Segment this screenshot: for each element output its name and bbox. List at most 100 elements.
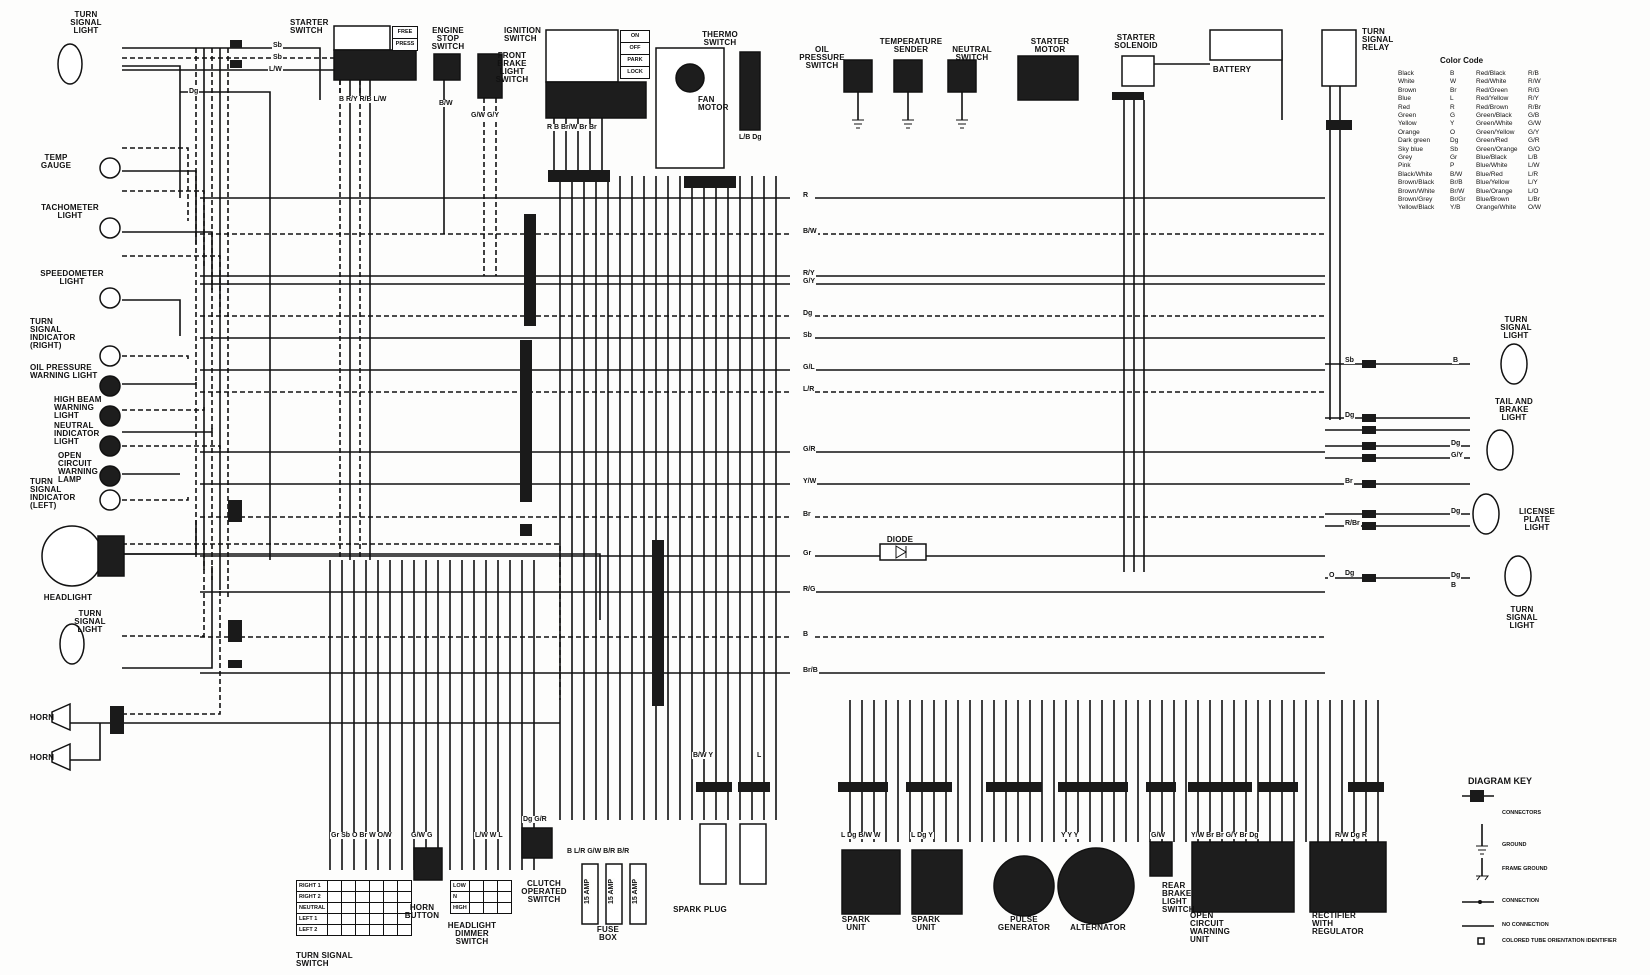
color-code: W [1450, 78, 1457, 86]
oil-pressure-switch-label: OIL PRESSURE SWITCH [799, 45, 845, 70]
color-code: Y/B [1450, 204, 1461, 212]
left-wire [122, 589, 221, 715]
color-name: Blue/Yellow [1476, 179, 1510, 187]
color-code: R/Y [1528, 95, 1539, 103]
connector-pin-labels: G/W [1150, 832, 1166, 839]
left-wire [122, 428, 213, 433]
turn-signal-indicator-left-label: TURN SIGNAL INDICATOR (LEFT) [30, 477, 76, 510]
left-wire [122, 566, 213, 669]
color-name: Dark green [1398, 137, 1431, 145]
bus-wire-label: Dg [802, 310, 814, 317]
color-name: Blue/White [1476, 162, 1508, 170]
indicator-lamp [99, 345, 121, 367]
connector-pin-labels: Y Y Y [1060, 832, 1080, 839]
horn-2-label: HORN [29, 753, 55, 762]
indicator-lamp [99, 287, 121, 309]
color-name: Brown [1398, 86, 1417, 94]
right-wire-label: Br [1344, 478, 1354, 485]
color-code: Br/Gr [1450, 196, 1466, 203]
bus-wire-label: G/L [802, 364, 816, 371]
color-name: Yellow [1398, 120, 1417, 128]
color-code: L/Y [1528, 179, 1538, 187]
indicator-lamp [99, 375, 121, 397]
connector-pin-labels: R B Br/W Br Br [546, 124, 598, 131]
connector-pin-labels: G/W G/Y [470, 112, 500, 119]
color-code: R/B [1528, 70, 1539, 77]
connector-block [986, 782, 1042, 792]
color-name: Brown/Grey [1398, 196, 1433, 203]
connector-pin-labels: Dg G/R [522, 816, 548, 823]
connector-block [1058, 782, 1128, 792]
left-wire-label: Sb [272, 42, 283, 49]
color-name: Green/Yellow [1476, 128, 1515, 136]
key-connector-symbol [1470, 790, 1484, 802]
color-name: Green/Red [1476, 137, 1508, 145]
turn-signal-light-rl-label: TURN SIGNAL LIGHT [74, 609, 106, 634]
color-code: G/W [1528, 120, 1541, 128]
left-wire [122, 299, 181, 336]
connector-pin-labels: R/W Dg R [1334, 832, 1368, 839]
color-code: L/Br [1528, 196, 1540, 203]
indicator-lamp [57, 43, 83, 85]
connector-block [1348, 782, 1384, 792]
color-name: Orange [1398, 128, 1420, 136]
license-plate-light [1472, 493, 1500, 535]
color-name: Brown/Black [1398, 179, 1435, 187]
color-code: Y [1450, 120, 1455, 128]
thermo-switch-label: THERMO SWITCH [702, 30, 738, 47]
neutral-switch [947, 59, 977, 93]
ignition-positions: ON OFF PARK LOCK [620, 30, 650, 79]
front-brake-switch [477, 53, 503, 99]
horn-2 [51, 742, 71, 772]
bus-wire-label: B [802, 631, 810, 638]
connector-block [1362, 442, 1376, 450]
fuse-rating: 15 AMP [584, 877, 592, 906]
indicator-lamp [59, 623, 85, 665]
rectifier-with-regulator-label: RECTIFIER WITH REGULATOR [1312, 911, 1364, 936]
dg-wire [180, 91, 271, 560]
right-wire-label: G/Y [1450, 452, 1465, 459]
connector-block [1362, 510, 1376, 518]
color-code: L/O [1528, 187, 1539, 195]
ground-icon [852, 119, 864, 129]
color-code: O [1450, 128, 1456, 136]
tail-and-brake-light [1486, 429, 1514, 471]
left-wire [122, 65, 181, 198]
license-plate-light-label: LICENSE PLATE LIGHT [1518, 507, 1556, 532]
color-code: R [1450, 103, 1455, 111]
dim-pos-low: LOW [450, 880, 470, 892]
key-colored-tube-symbol [1477, 937, 1485, 945]
temperature-sender [893, 59, 923, 93]
bus-wire-label: B/W [802, 228, 818, 235]
left-wire-label: Dg [188, 88, 200, 95]
bus-wire-label: Gr [802, 550, 813, 557]
starter-switch-body [333, 49, 417, 81]
connector-block [110, 706, 124, 734]
indicator-lamp [99, 435, 121, 457]
headlight-dimmer-switch-label: HEADLIGHT DIMMER SWITCH [447, 921, 497, 946]
bus-wire-label: L/R [802, 386, 816, 393]
fan-motor-label: FAN MOTOR [698, 95, 729, 112]
key-connection-dot [1478, 900, 1482, 904]
oil-pressure-switch [843, 59, 873, 93]
color-name: Blue/Black [1476, 154, 1507, 161]
connector-block [684, 176, 736, 188]
ts-pos-right2: RIGHT 2 [295, 891, 329, 903]
color-code: G [1450, 112, 1456, 119]
neutral-indicator-light-label: NEUTRAL INDICATOR LIGHT [54, 421, 100, 446]
rectifier-with-regulator [1309, 841, 1387, 913]
ground-icon [956, 119, 968, 129]
color-name: Sky blue [1398, 145, 1423, 153]
bus-wire-label: G/Y [802, 278, 817, 285]
key-connectors: CONNECTORS [1502, 810, 1542, 816]
indicator-lamp [99, 157, 121, 179]
color-code: B [1450, 70, 1455, 77]
dimmer-switch-table: LOW N HIGH [450, 880, 512, 914]
ignition-pos-lock: LOCK [627, 69, 643, 75]
starter-solenoid [1121, 55, 1155, 87]
pulse-generator-label: PULSE GENERATOR [997, 915, 1051, 932]
ignition-pos-park: PARK [621, 55, 649, 67]
open-circuit-warning-unit [1191, 841, 1295, 913]
color-code: G/B [1528, 112, 1540, 119]
right-wire-label: Sb [1344, 357, 1355, 364]
